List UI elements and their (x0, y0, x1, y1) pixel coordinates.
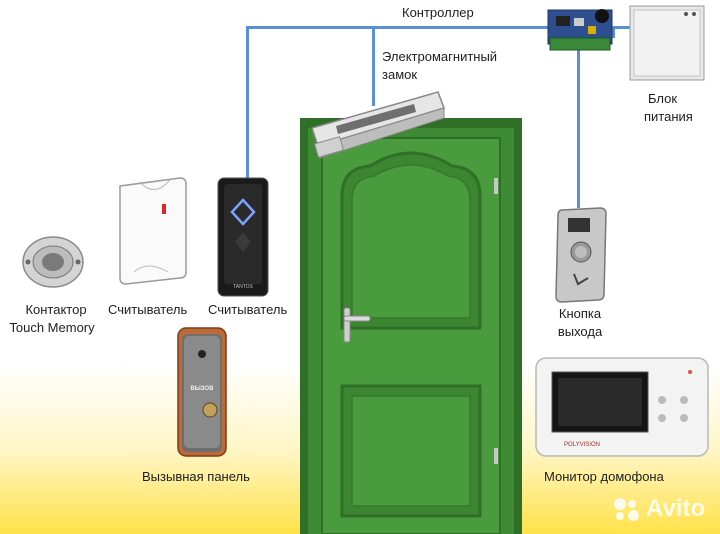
intercom-monitor-icon: POLYVISION (535, 357, 709, 457)
exit-button-device-icon (555, 207, 607, 303)
wire-reader-vertical (246, 26, 249, 178)
call-panel-device-icon: ВЫЗОВ (177, 327, 227, 457)
monitor-brand-text: POLYVISION (564, 442, 600, 448)
label-contactor-line1: Контактор (25, 302, 87, 317)
reader-brand-text: TANTOS (233, 284, 253, 290)
label-call-panel: Вызывная панель (142, 469, 250, 484)
wire-top-main (246, 26, 646, 29)
avito-logo-icon (612, 496, 642, 522)
label-psu-line2: питания (644, 109, 693, 124)
label-reader-black: Считыватель (208, 302, 288, 317)
wire-psu-link (612, 26, 615, 38)
panel-brand-text: ВЫЗОВ (191, 386, 215, 392)
controller-board-icon (547, 9, 613, 51)
label-monitor: Монитор домофона (544, 469, 664, 484)
electromagnetic-lock-icon (311, 91, 445, 159)
wire-lock-vertical (372, 26, 375, 106)
label-lock-line2: замок (382, 67, 418, 82)
wire-exit-vertical (577, 48, 580, 208)
label-controller: Контроллер (402, 5, 474, 20)
label-exit-line2: выхода (557, 324, 603, 339)
avito-watermark-text: Avito (646, 495, 706, 522)
door-illustration (300, 118, 522, 534)
label-lock-line1: Электромагнитный (382, 49, 498, 64)
power-supply-icon (629, 5, 705, 81)
label-psu-line1: Блок (648, 91, 678, 106)
label-reader-white: Считыватель (108, 302, 188, 317)
label-contactor-line2: Touch Memory (9, 320, 95, 335)
card-reader-white-icon (119, 177, 187, 285)
card-reader-black-icon: TANTOS (217, 177, 269, 297)
label-exit-line1: Кнопка (558, 306, 602, 321)
avito-watermark: Avito (612, 494, 705, 524)
touch-memory-contactor-icon (22, 236, 84, 288)
